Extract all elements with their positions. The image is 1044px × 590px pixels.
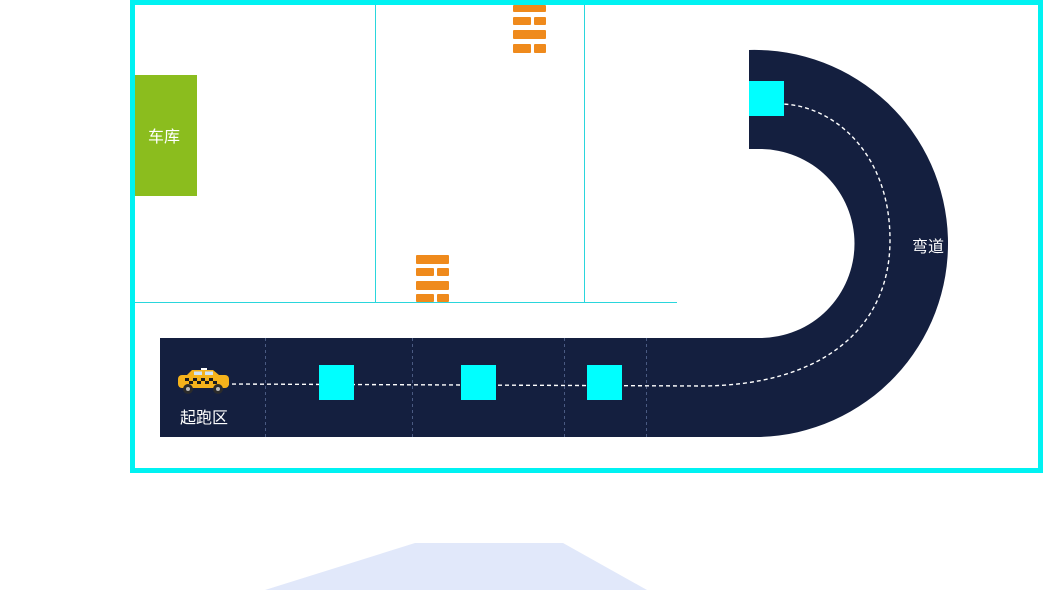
brick-wall-icon <box>513 5 546 53</box>
curve-label: 弯道 <box>912 237 944 256</box>
map-frame <box>130 0 1043 473</box>
room-lines <box>134 5 677 303</box>
route-path <box>224 103 891 387</box>
taxi-car-icon[interactable] <box>178 368 229 394</box>
checkpoint-marker[interactable] <box>461 365 496 400</box>
checkpoint-marker[interactable] <box>749 81 784 116</box>
checkpoint-marker[interactable] <box>587 365 622 400</box>
platform-base <box>265 543 647 590</box>
track <box>160 49 949 438</box>
track-section-dividers <box>265 338 647 437</box>
checkpoint-marker[interactable] <box>319 365 354 400</box>
garage-zone[interactable] <box>135 75 197 196</box>
brick-wall-icon <box>416 255 449 302</box>
start-zone-label: 起跑区 <box>180 408 228 427</box>
checkpoint-markers <box>319 81 784 400</box>
garage-label: 车库 <box>148 127 180 146</box>
